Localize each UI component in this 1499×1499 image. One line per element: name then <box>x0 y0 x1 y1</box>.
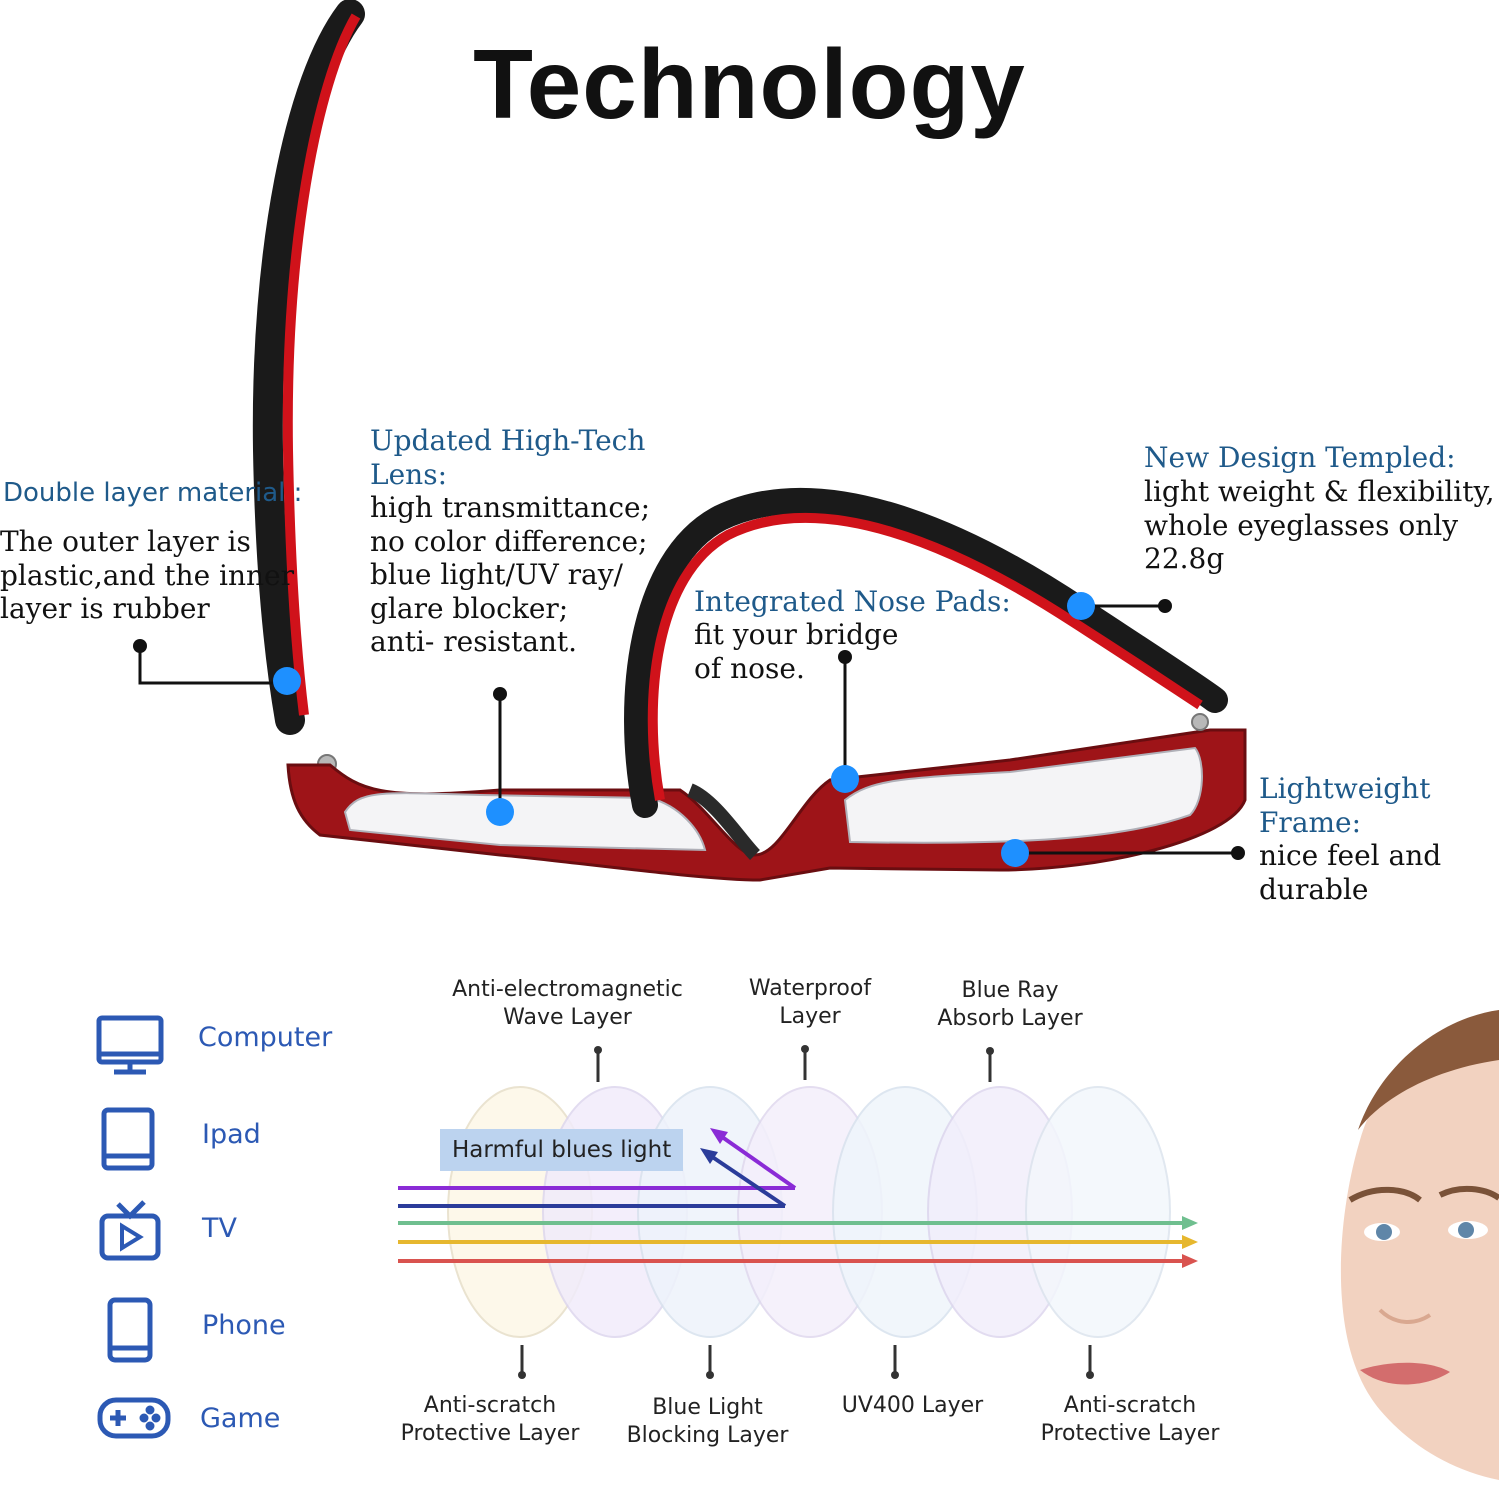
right-lens <box>843 746 1203 844</box>
ray-violet-reflect <box>713 1130 797 1190</box>
lens-body: high transmittance; no color difference;… <box>370 491 650 658</box>
double-layer-header: Double layer material : <box>3 478 303 508</box>
callout-dot <box>493 687 507 701</box>
eyebrow-left <box>1348 1186 1422 1203</box>
double-layer-body: The outer layer is plastic,and the inner… <box>0 525 295 625</box>
frame-body: nice feel and durable <box>1259 839 1442 906</box>
arrow-head <box>700 1148 718 1164</box>
arrow-head <box>1182 1254 1198 1268</box>
glasses-illustration <box>133 0 1247 882</box>
temples-header: New Design Templed: <box>1144 441 1456 474</box>
right-temple-outer <box>624 487 1228 818</box>
iris-right <box>1458 1222 1474 1238</box>
leader-dot <box>801 1045 809 1053</box>
callout-line-double-layer <box>138 647 287 685</box>
right-hinge-screw <box>1191 713 1209 731</box>
hair <box>1358 1010 1499 1130</box>
marker-double-layer <box>273 667 301 695</box>
device-label-ipad: Ipad <box>202 1119 261 1150</box>
marker-nose-pads <box>831 765 859 793</box>
callout-dot <box>838 650 852 664</box>
lens-layer-diagram <box>398 1045 1198 1379</box>
layer-label-uv400: UV400 Layer <box>841 1393 984 1418</box>
callout-dot <box>1231 846 1245 860</box>
layer-label-anti-scratch-1: Anti-scratch Protective Layer <box>400 1393 580 1446</box>
left-lens <box>343 792 707 852</box>
arrow-head <box>710 1128 728 1144</box>
left-temple-inner <box>282 13 361 716</box>
arrow-head <box>1182 1235 1198 1249</box>
device-icons <box>96 1015 171 1439</box>
layer-label-anti-electromagnetic: Anti-electromagnetic Wave Layer <box>452 977 683 1030</box>
marker-frame <box>1001 839 1029 867</box>
device-label-computer: Computer <box>198 1022 333 1053</box>
layer-label-blue-ray-absorb: Blue Ray Absorb Layer <box>937 978 1083 1031</box>
leader-dot <box>594 1046 602 1054</box>
temples-body: light weight & flexibility, whole eyegla… <box>1144 475 1495 575</box>
arrow-head <box>1182 1216 1198 1230</box>
eyebrow-right <box>1438 1185 1499 1201</box>
nose-pads-header: Integrated Nose Pads: <box>694 585 1011 618</box>
leader-dot <box>891 1371 899 1379</box>
iris-left <box>1376 1224 1392 1240</box>
tablet-icon <box>101 1107 155 1171</box>
lips <box>1360 1362 1450 1385</box>
left-temple-outer <box>252 0 365 735</box>
device-label-phone: Phone <box>202 1310 286 1341</box>
phone-icon <box>107 1297 153 1363</box>
page-title: Technology <box>473 29 1026 139</box>
callout-dot <box>133 639 147 653</box>
nose-pad <box>686 783 761 860</box>
leader-dot <box>518 1371 526 1379</box>
gamepad-icon <box>97 1397 171 1439</box>
tv-icon <box>99 1200 161 1261</box>
computer-icon <box>96 1015 164 1075</box>
device-label-game: Game <box>200 1403 281 1434</box>
leader-dot <box>986 1047 994 1055</box>
frame-header: Lightweight Frame: <box>1259 772 1431 839</box>
marker-lens <box>486 798 514 826</box>
layer-label-waterproof: Waterproof Layer <box>748 976 872 1029</box>
device-label-tv: TV <box>202 1213 237 1244</box>
ray-blue-reflect <box>703 1150 787 1208</box>
marker-temples <box>1067 592 1095 620</box>
layer-label-blue-light-blocking: Blue Light Blocking Layer <box>626 1395 789 1448</box>
layer-label-anti-scratch-2: Anti-scratch Protective Layer <box>1040 1393 1220 1446</box>
callout-dot <box>1158 599 1172 613</box>
leader-dot <box>1086 1371 1094 1379</box>
face-skin <box>1340 1010 1499 1480</box>
harmful-light-label: Harmful blues light <box>440 1129 684 1171</box>
face-illustration <box>1340 1010 1499 1480</box>
right-temple-inner <box>647 512 1203 801</box>
nose <box>1378 1308 1432 1324</box>
nose-pads-body: fit your bridge of nose. <box>694 618 899 685</box>
lens-header: Updated High-Tech Lens: <box>370 424 646 491</box>
leader-dot <box>706 1371 714 1379</box>
layer-disc <box>1025 1086 1171 1338</box>
